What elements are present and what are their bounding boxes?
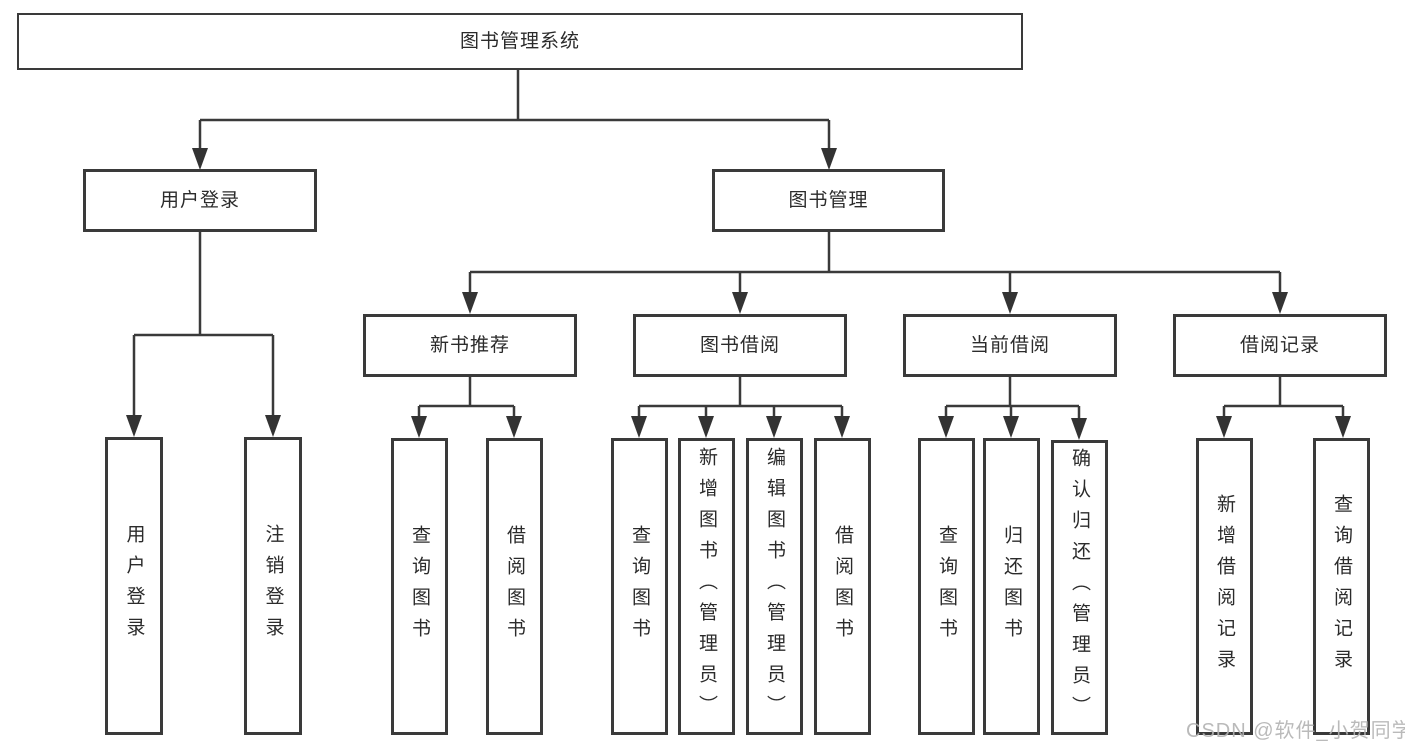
node-library-management-system: 图书管理系统 [17, 13, 1023, 70]
node-label: 确认归还（管理员） [1069, 448, 1090, 727]
node-label: 新增图书（管理员） [696, 447, 717, 726]
leaf-search-books-borrow: 查询图书 [611, 438, 668, 735]
node-label: 编辑图书（管理员） [764, 447, 785, 726]
node-book-borrowing: 图书借阅 [633, 314, 847, 377]
leaf-search-borrow-record: 查询借阅记录 [1313, 438, 1370, 735]
node-label: 查询图书 [409, 524, 430, 649]
node-label: 用户登录 [159, 190, 240, 211]
leaf-add-borrow-record: 新增借阅记录 [1196, 438, 1253, 735]
node-borrowing-records: 借阅记录 [1173, 314, 1387, 377]
node-label: 图书管理 [788, 190, 869, 211]
node-label: 借阅图书 [832, 524, 853, 649]
node-label: 借阅图书 [504, 524, 525, 649]
node-user-login: 用户登录 [83, 169, 317, 232]
node-label: 图书借阅 [699, 335, 780, 356]
node-label: 新增借阅记录 [1214, 493, 1235, 680]
node-book-management: 图书管理 [712, 169, 945, 232]
node-label: 当前借阅 [969, 335, 1050, 356]
leaf-search-books-current: 查询图书 [918, 438, 975, 735]
node-current-borrowing: 当前借阅 [903, 314, 1117, 377]
leaf-edit-book-admin: 编辑图书（管理员） [746, 438, 803, 735]
node-label: 新书推荐 [429, 335, 510, 356]
node-label: 查询图书 [936, 524, 957, 649]
node-label: 借阅记录 [1239, 335, 1320, 356]
node-new-book-recommendation: 新书推荐 [363, 314, 577, 377]
node-label: 查询借阅记录 [1331, 493, 1352, 680]
leaf-return-book: 归还图书 [983, 438, 1040, 735]
leaf-confirm-return-admin: 确认归还（管理员） [1051, 440, 1108, 735]
node-label: 归还图书 [1001, 524, 1022, 649]
leaf-user-login: 用户登录 [105, 437, 163, 735]
node-label: 用户登录 [123, 524, 145, 648]
node-label: 图书管理系统 [459, 31, 580, 52]
leaf-borrow-books: 借阅图书 [814, 438, 871, 735]
node-label: 查询图书 [629, 524, 650, 649]
node-label: 注销登录 [262, 524, 284, 648]
leaf-borrow-books-recommend: 借阅图书 [486, 438, 543, 735]
leaf-add-book-admin: 新增图书（管理员） [678, 438, 735, 735]
leaf-search-books-recommend: 查询图书 [391, 438, 448, 735]
csdn-watermark: CSDN @软件_小贺同学 [1186, 720, 1405, 742]
leaf-logout: 注销登录 [244, 437, 302, 735]
